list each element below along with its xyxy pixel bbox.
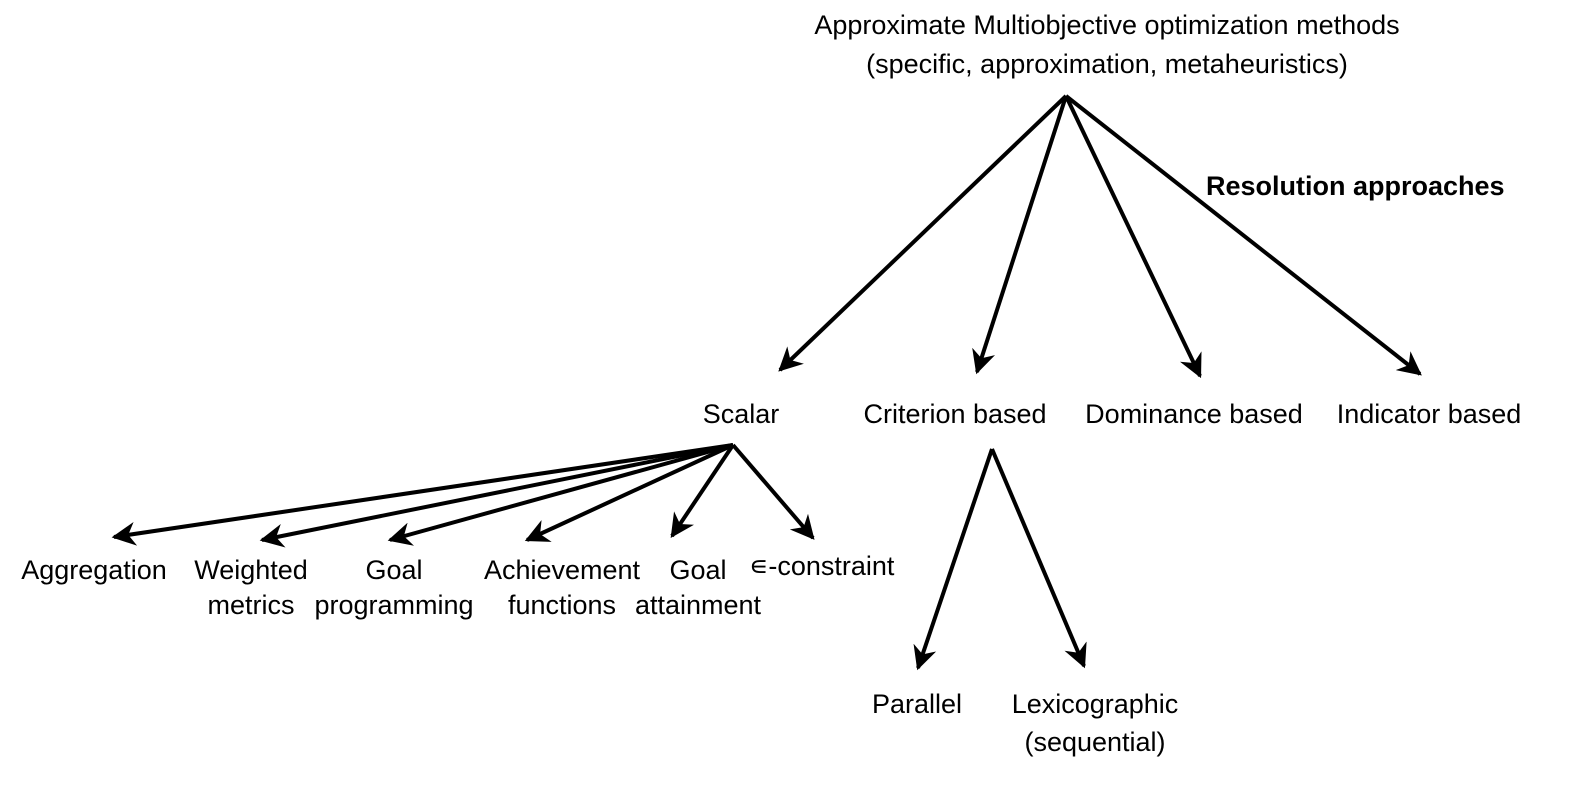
node-achievement-functions-line1: Achievement <box>483 555 641 585</box>
node-scalar: Scalar <box>702 399 780 429</box>
node-lexicographic-line2: (sequential) <box>1024 727 1166 757</box>
node-achievement-functions: Achievement functions <box>484 553 640 623</box>
node-lexicographic-line1: Lexicographic <box>1011 689 1179 719</box>
node-achievement-functions-line2: functions <box>507 590 617 620</box>
root-subtitle: (specific, approximation, metaheuristics… <box>866 49 1348 79</box>
arrow-scalar-to-achievement-functions <box>524 443 734 542</box>
arrow-scalar-to-goal-attainment <box>670 443 735 538</box>
node-lexicographic: Lexicographic (sequential) <box>1012 687 1179 760</box>
node-weighted-metrics-line1: Weighted <box>194 555 308 585</box>
node-goal-attainment: Goal attainment <box>635 553 761 623</box>
arrow-criterion-to-parallel <box>913 448 994 671</box>
arrow-root-to-scalar <box>778 94 1068 372</box>
arrow-root-to-criterion <box>972 95 1068 375</box>
node-parallel: Parallel <box>871 689 963 719</box>
node-indicator-based: Indicator based <box>1336 399 1522 429</box>
node-epsilon-constraint: ∊-constraint <box>749 551 895 581</box>
node-weighted-metrics-line2: metrics <box>207 590 295 620</box>
arrow-root-to-dominance <box>1064 95 1202 379</box>
node-goal-attainment-line1: Goal <box>669 555 727 585</box>
node-criterion-based: Criterion based <box>863 399 1047 429</box>
arrow-scalar-to-epsilon-constraint <box>731 443 815 540</box>
node-goal-attainment-line2: attainment <box>634 590 762 620</box>
edge-label-resolution-approaches: Resolution approaches <box>1206 171 1505 201</box>
node-goal-programming-line1: Goal <box>365 555 423 585</box>
node-goal-programming-line2: programming <box>314 590 474 620</box>
arrow-scalar-to-aggregation <box>111 443 734 546</box>
arrow-criterion-to-lexicographic <box>990 448 1087 669</box>
node-dominance-based: Dominance based <box>1085 399 1303 429</box>
root-title: Approximate Multiobjective optimization … <box>814 10 1400 40</box>
arrow-scalar-to-weighted-metrics <box>259 443 734 548</box>
node-aggregation: Aggregation <box>21 555 167 585</box>
arrow-root-to-indicator <box>1064 94 1422 376</box>
node-weighted-metrics: Weighted metrics <box>194 553 308 623</box>
arrow-scalar-to-goal-programming <box>387 443 734 546</box>
node-goal-programming: Goal programming <box>314 553 473 623</box>
root-node: Approximate Multiobjective optimization … <box>814 8 1399 82</box>
